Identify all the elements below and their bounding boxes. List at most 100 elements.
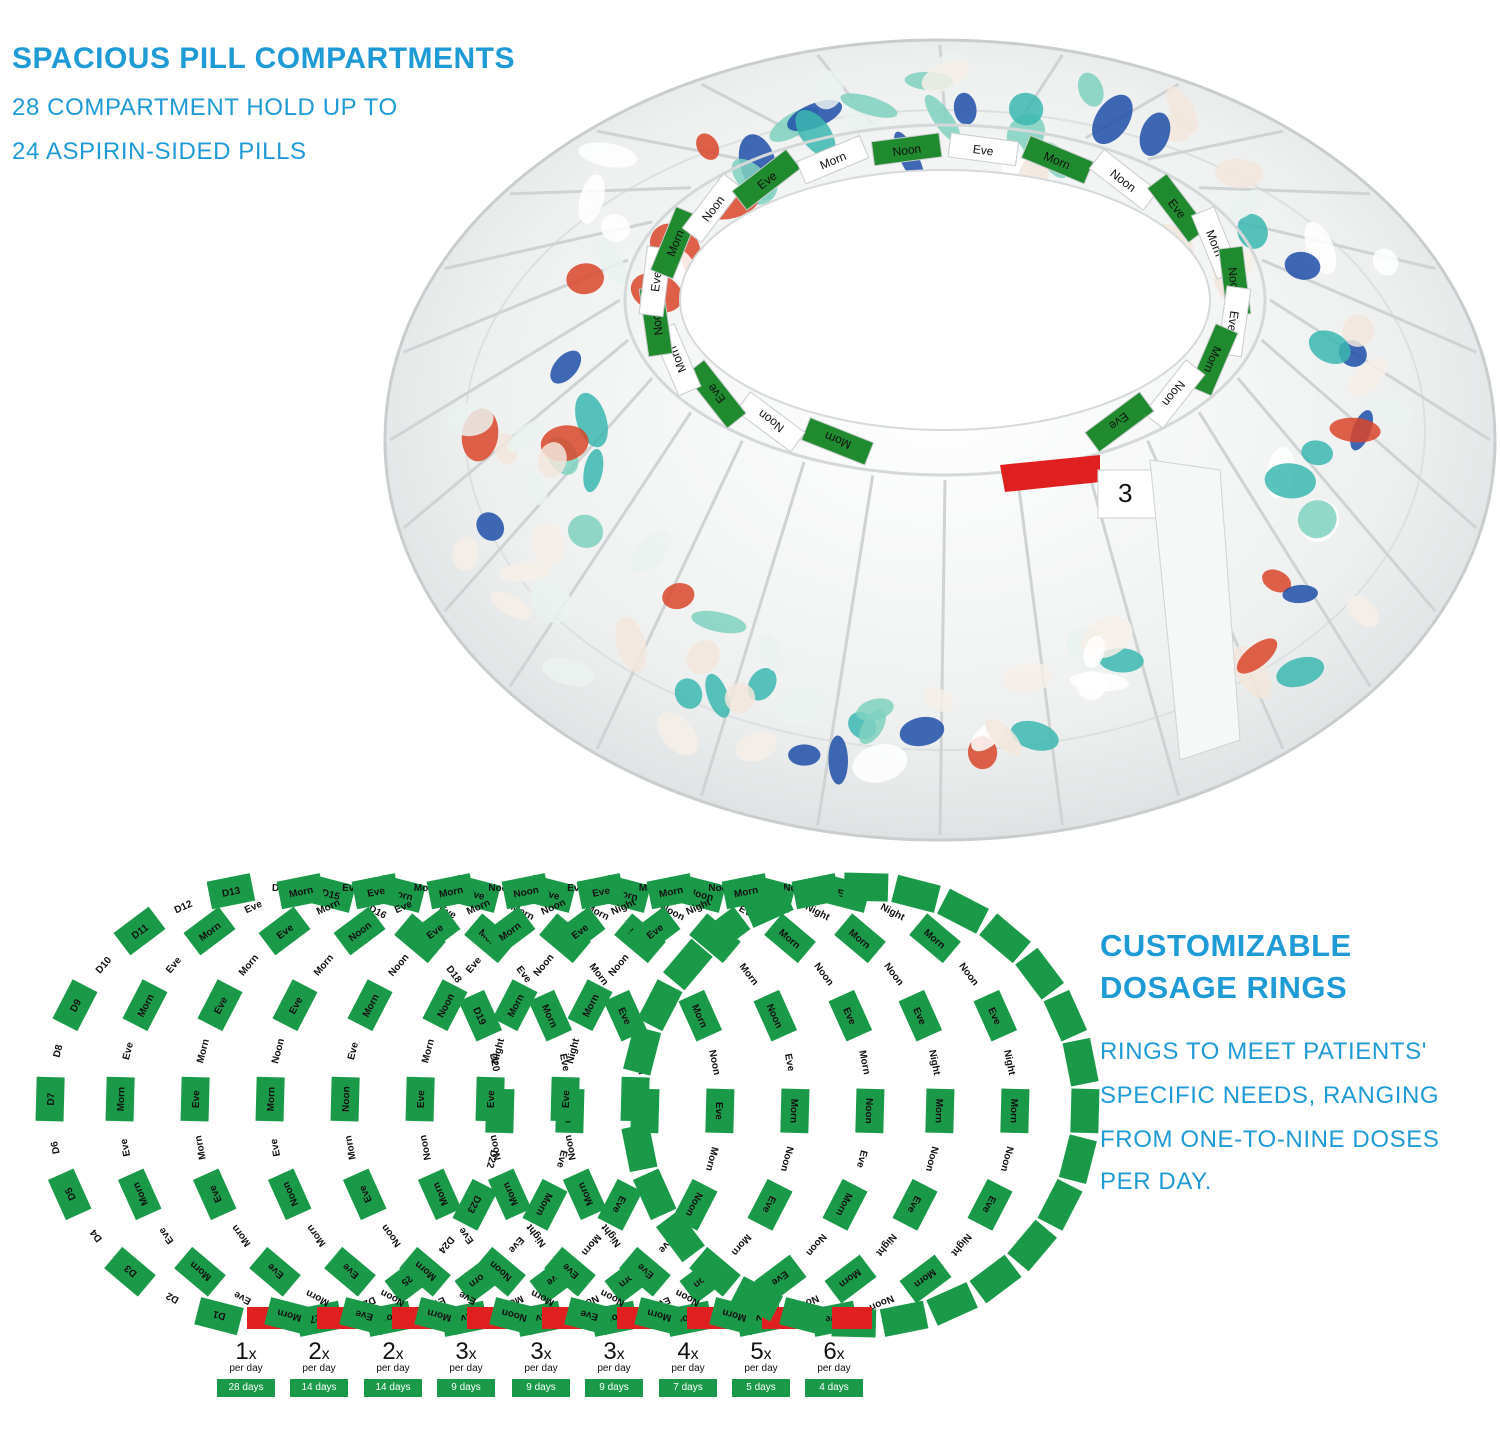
- day-tab-number: 3: [1118, 478, 1133, 508]
- compartment-divider: [1197, 411, 1372, 688]
- ring-segment: Noon: [380, 1222, 404, 1249]
- ring-segment: Eve: [892, 1178, 938, 1231]
- legend-per-day: per day: [597, 1363, 631, 1374]
- ring-segment-label: Noon: [811, 961, 835, 988]
- legend-suffix: x: [690, 1346, 699, 1363]
- ring-segment-label: D9: [69, 997, 85, 1014]
- legend-suffix: x: [468, 1346, 477, 1363]
- ring-segment: [1015, 947, 1065, 1000]
- ring-segment-label: Eve: [464, 955, 484, 976]
- pill: [1264, 463, 1316, 499]
- ring-segment-label: D4: [88, 1227, 105, 1244]
- compartment-divider: [389, 298, 621, 442]
- ring-segment-bg: [249, 1246, 301, 1297]
- legend-days: 7 days: [659, 1379, 717, 1397]
- ring-segment-bg: [646, 873, 696, 910]
- ring-segment: Noon: [563, 1134, 579, 1161]
- ring-segment: Morn: [579, 1232, 603, 1258]
- label-segment-bg: [1143, 359, 1206, 429]
- ring-segment-label: Eve: [486, 1090, 497, 1109]
- pill: [578, 142, 638, 168]
- ring-segment-bg: [255, 1076, 285, 1122]
- pill: [594, 236, 628, 286]
- pill: [521, 468, 548, 506]
- pill: [1329, 417, 1381, 443]
- ring-segment-bg: [1000, 1088, 1030, 1134]
- ring-segment: Morn: [780, 1088, 810, 1134]
- compartments-line-1: 28 COMPARTMENT HOLD UP TO: [12, 94, 398, 121]
- ring-segment-bg: [576, 873, 626, 910]
- ring-segment-label: Morn: [312, 953, 336, 979]
- ring-segment-bg: [1007, 1219, 1057, 1272]
- pill: [921, 60, 970, 92]
- pill: [985, 718, 1022, 756]
- ring-segment-bg: [113, 906, 166, 956]
- pill: [686, 640, 720, 675]
- ring-segment: Eve: [464, 955, 484, 976]
- pill: [507, 419, 545, 452]
- ring-segment-bg: [891, 874, 941, 913]
- ring-segment-bg: [567, 979, 613, 1032]
- ring-segment-label: Noon: [513, 885, 540, 901]
- ring-segment-label: Noon: [998, 1145, 1015, 1172]
- red-marker: [1000, 455, 1100, 492]
- legend-per-day: per day: [229, 1363, 263, 1374]
- ring-segment-label: Night: [1001, 1049, 1017, 1077]
- organizer-label-segment: Eve: [1084, 391, 1155, 453]
- pill: [1284, 251, 1321, 280]
- ring-segment: Eve: [346, 1041, 361, 1061]
- legend-per-day: per day: [817, 1363, 851, 1374]
- ring-segment-label: Eve: [557, 1053, 571, 1073]
- section-heading-rings-1: CUSTOMIZABLE: [1100, 928, 1352, 963]
- pill: [852, 744, 908, 783]
- pill: [775, 686, 824, 726]
- ring-segment-label: Noon: [488, 1134, 504, 1161]
- ring-segment: Morn: [834, 913, 886, 964]
- pill: [674, 678, 703, 709]
- ring-segment: Eve: [258, 906, 311, 956]
- ring-segment: Eve: [506, 1234, 526, 1255]
- ring-segment-label: Noon: [380, 1222, 404, 1249]
- pill: [662, 583, 695, 610]
- compartments-line-2: 24 ASPIRIN-SIDED PILLS: [12, 138, 307, 165]
- pill: [531, 577, 572, 624]
- ring-segment: D22: [484, 1149, 499, 1170]
- ring-segment: Eve: [747, 1178, 793, 1231]
- legend-count: 5: [750, 1338, 764, 1365]
- ring-segment: D7: [35, 1076, 65, 1122]
- ring-segment: Noon: [330, 1076, 360, 1122]
- pill: [1010, 720, 1059, 751]
- ring-segment: Eve: [544, 1246, 596, 1297]
- ring-segment-bg: [562, 1168, 607, 1221]
- ring-segment-bg: [272, 979, 318, 1032]
- ring-segment-bg: [843, 872, 889, 902]
- ring-segment: Noon: [804, 1231, 829, 1258]
- ring-segment: Eve: [553, 906, 606, 956]
- ring-segment: Noon: [708, 883, 734, 895]
- ring-segment: Eve: [973, 989, 1018, 1042]
- ring-segment-bg: [417, 1168, 462, 1221]
- ring-segment: Eve: [828, 989, 873, 1042]
- ring-segment: D5: [47, 1168, 92, 1221]
- ring-segment-label: D2: [164, 1289, 181, 1305]
- ring-segment: [843, 872, 889, 902]
- ring-segment-bg: [628, 906, 681, 956]
- ring-segment: D9: [52, 979, 98, 1032]
- pill: [490, 591, 533, 620]
- ring-segment-label: Noon: [532, 952, 557, 979]
- ring-segment-label: Eve: [346, 1041, 361, 1061]
- ring-segment: Eve: [339, 1297, 389, 1336]
- ring-segment: Noon: [489, 1297, 539, 1336]
- organizer-label-segment: Morn: [1020, 134, 1095, 185]
- pill: [795, 109, 836, 157]
- ring-segment: Noon: [855, 1088, 885, 1134]
- legend-suffix: x: [836, 1346, 845, 1363]
- compartment-dividers: [389, 44, 1491, 836]
- ring-segment-label: Night: [926, 1049, 942, 1077]
- ring-segment: [891, 874, 941, 913]
- ring-segment-bg: [898, 989, 943, 1042]
- ring-segment-label: Noon: [706, 1049, 722, 1076]
- ring-segment-bg: [623, 1026, 662, 1076]
